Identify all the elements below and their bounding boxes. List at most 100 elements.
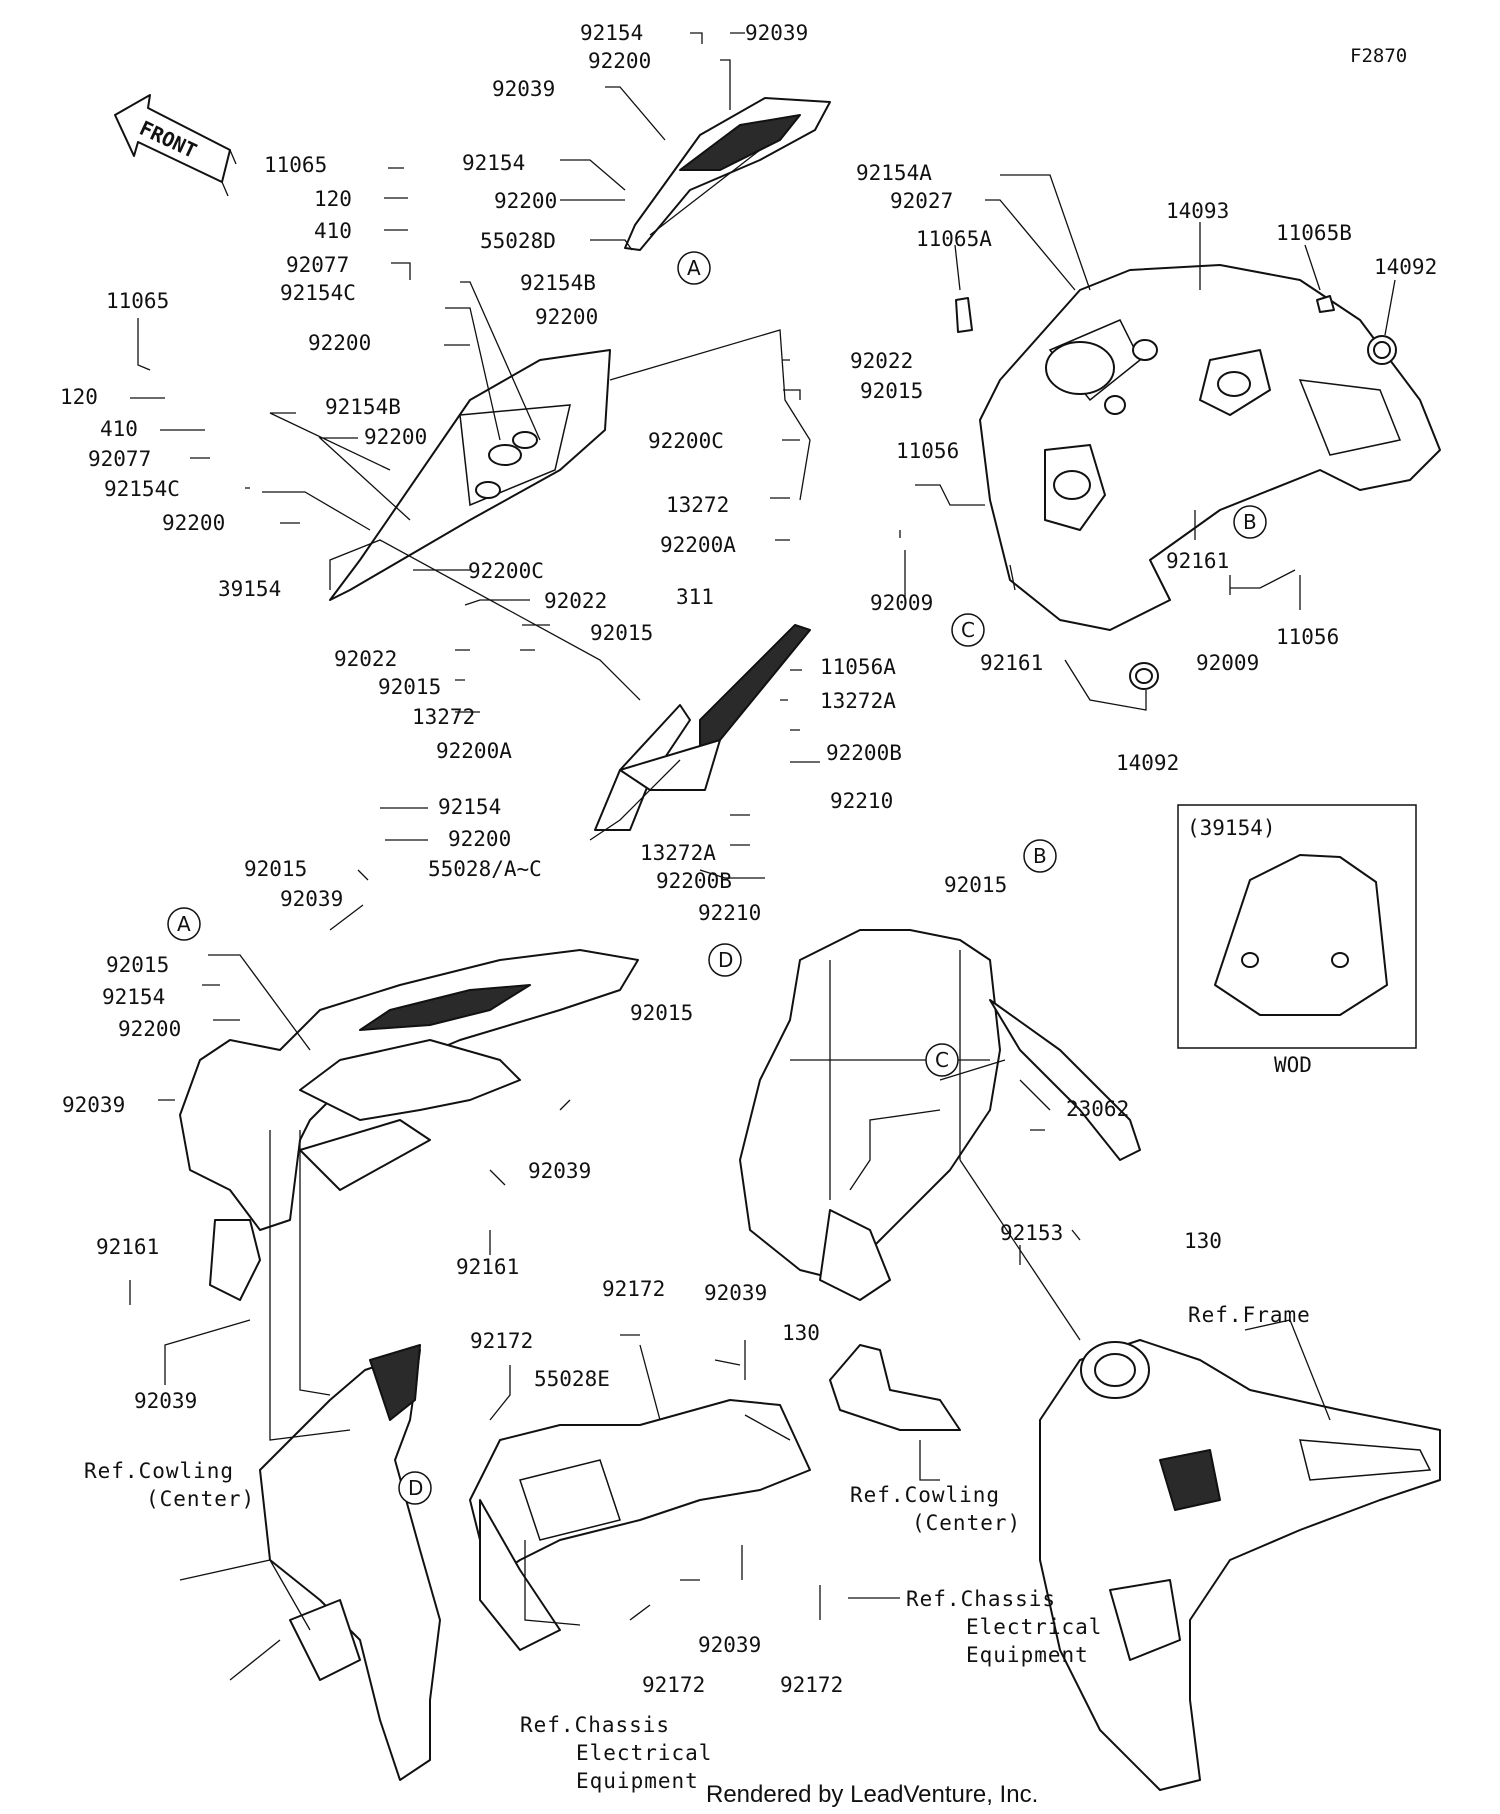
label-92200: 92200 (588, 49, 651, 73)
label-92172: 92172 (470, 1329, 533, 1353)
label-92161: 92161 (456, 1255, 519, 1279)
svg-text:A: A (687, 256, 701, 280)
label-11056: 11056 (1276, 625, 1339, 649)
ref-chassis-bottom-2: Electrical (576, 1741, 712, 1765)
inset-caption: WOD (1274, 1053, 1312, 1077)
label-92009: 92009 (1196, 651, 1259, 675)
label-92039: 92039 (698, 1633, 761, 1657)
label-13272: 13272 (412, 705, 475, 729)
ref-chassis-bottom: Ref.Chassis (520, 1713, 670, 1737)
label-92200: 92200 (535, 305, 598, 329)
figure-id: F2870 (1350, 45, 1407, 67)
label-92153: 92153 (1000, 1221, 1063, 1245)
label-92161: 92161 (96, 1235, 159, 1259)
label-311: 311 (676, 585, 714, 609)
label-92154: 92154 (102, 985, 165, 1009)
label-92210: 92210 (698, 901, 761, 925)
label-55028d: 55028D (480, 229, 556, 253)
label-14092: 14092 (1374, 255, 1437, 279)
ref-cowling-center-left-sub: (Center) (146, 1487, 255, 1511)
callout-b-frame: B (1023, 839, 1057, 873)
frame (1039, 1339, 1441, 1791)
label-92039: 92039 (280, 887, 343, 911)
callout-b-right: B (1233, 505, 1267, 539)
label-92154c: 92154C (104, 477, 180, 501)
label-92200: 92200 (118, 1017, 181, 1041)
bracket-small-right (829, 1344, 961, 1431)
label-92022: 92022 (334, 647, 397, 671)
callout-d-mid: D (708, 943, 742, 977)
ref-chassis-right-2: Electrical (966, 1615, 1102, 1639)
label-92009: 92009 (870, 591, 933, 615)
label-120: 120 (314, 187, 352, 211)
clip-11065a (955, 297, 973, 333)
label-120: 120 (60, 385, 98, 409)
side-cowling-55028 (179, 949, 639, 1301)
inset-box: (39154) WOD (1177, 804, 1417, 1077)
reference-labels: Ref.Cowling (Center) Ref.Cowling (Center… (84, 1303, 1310, 1793)
label-92200: 92200 (308, 331, 371, 355)
label-92015: 92015 (378, 675, 441, 699)
label-55028e: 55028E (534, 1367, 610, 1391)
label-11056: 11056 (896, 439, 959, 463)
label-92039: 92039 (62, 1093, 125, 1117)
grommet-14092-upper (1367, 335, 1397, 365)
label-92200: 92200 (364, 425, 427, 449)
label-23062: 23062 (1066, 1097, 1129, 1121)
bracket-11056a (594, 624, 811, 831)
label-92039: 92039 (134, 1389, 197, 1413)
label-92039: 92039 (492, 77, 555, 101)
callout-c-right: C (951, 613, 985, 647)
svg-text:C: C (935, 1048, 949, 1072)
label-92027: 92027 (890, 189, 953, 213)
ref-chassis-right: Ref.Chassis (906, 1587, 1056, 1611)
label-92015: 92015 (630, 1001, 693, 1025)
label-92015: 92015 (590, 621, 653, 645)
label-410: 410 (100, 417, 138, 441)
label-92154a: 92154A (856, 161, 932, 185)
svg-text:A: A (177, 912, 191, 936)
label-39154: 39154 (218, 577, 281, 601)
label-92154: 92154 (462, 151, 525, 175)
label-92039: 92039 (745, 21, 808, 45)
callout-c-frame: C (925, 1043, 959, 1077)
label-92022: 92022 (544, 589, 607, 613)
label-92015: 92015 (244, 857, 307, 881)
ref-cowling-center-right: Ref.Cowling (850, 1483, 1000, 1507)
label-92161: 92161 (1166, 549, 1229, 573)
label-92154: 92154 (438, 795, 501, 819)
label-92200a: 92200A (660, 533, 736, 557)
label-55028ac: 55028/A~C (428, 857, 542, 881)
label-92200b: 92200B (826, 741, 902, 765)
label-92154: 92154 (580, 21, 643, 45)
label-11056a: 11056A (820, 655, 896, 679)
ref-cowling-center-right-sub: (Center) (912, 1511, 1021, 1535)
cover-55028d (624, 97, 831, 251)
label-92200: 92200 (162, 511, 225, 535)
svg-text:D: D (408, 1476, 423, 1500)
clip-11065b (1316, 295, 1335, 313)
label-92154b: 92154B (325, 395, 401, 419)
label-92154b: 92154B (520, 271, 596, 295)
inset-windscreen (1214, 854, 1388, 1016)
svg-text:B: B (1243, 510, 1257, 534)
label-92210: 92210 (830, 789, 893, 813)
callout-a-left: A (167, 907, 201, 941)
label-92172: 92172 (780, 1673, 843, 1697)
label-92200c: 92200C (468, 559, 544, 583)
label-13272a: 13272A (640, 841, 716, 865)
svg-text:C: C (961, 618, 975, 642)
label-11065a: 11065A (916, 227, 992, 251)
footer-credit: Rendered by LeadVenture, Inc. (706, 1781, 1038, 1808)
label-92022: 92022 (850, 349, 913, 373)
ref-chassis-bottom-3: Equipment (576, 1769, 699, 1793)
label-11065: 11065 (106, 289, 169, 313)
label-130: 130 (1184, 1229, 1222, 1253)
stay-23062 (739, 929, 1141, 1301)
grommet-14092-lower (1129, 662, 1159, 690)
svg-text:B: B (1033, 844, 1047, 868)
label-14093: 14093 (1166, 199, 1229, 223)
label-92161: 92161 (980, 651, 1043, 675)
label-92015: 92015 (944, 873, 1007, 897)
label-92200b: 92200B (656, 869, 732, 893)
